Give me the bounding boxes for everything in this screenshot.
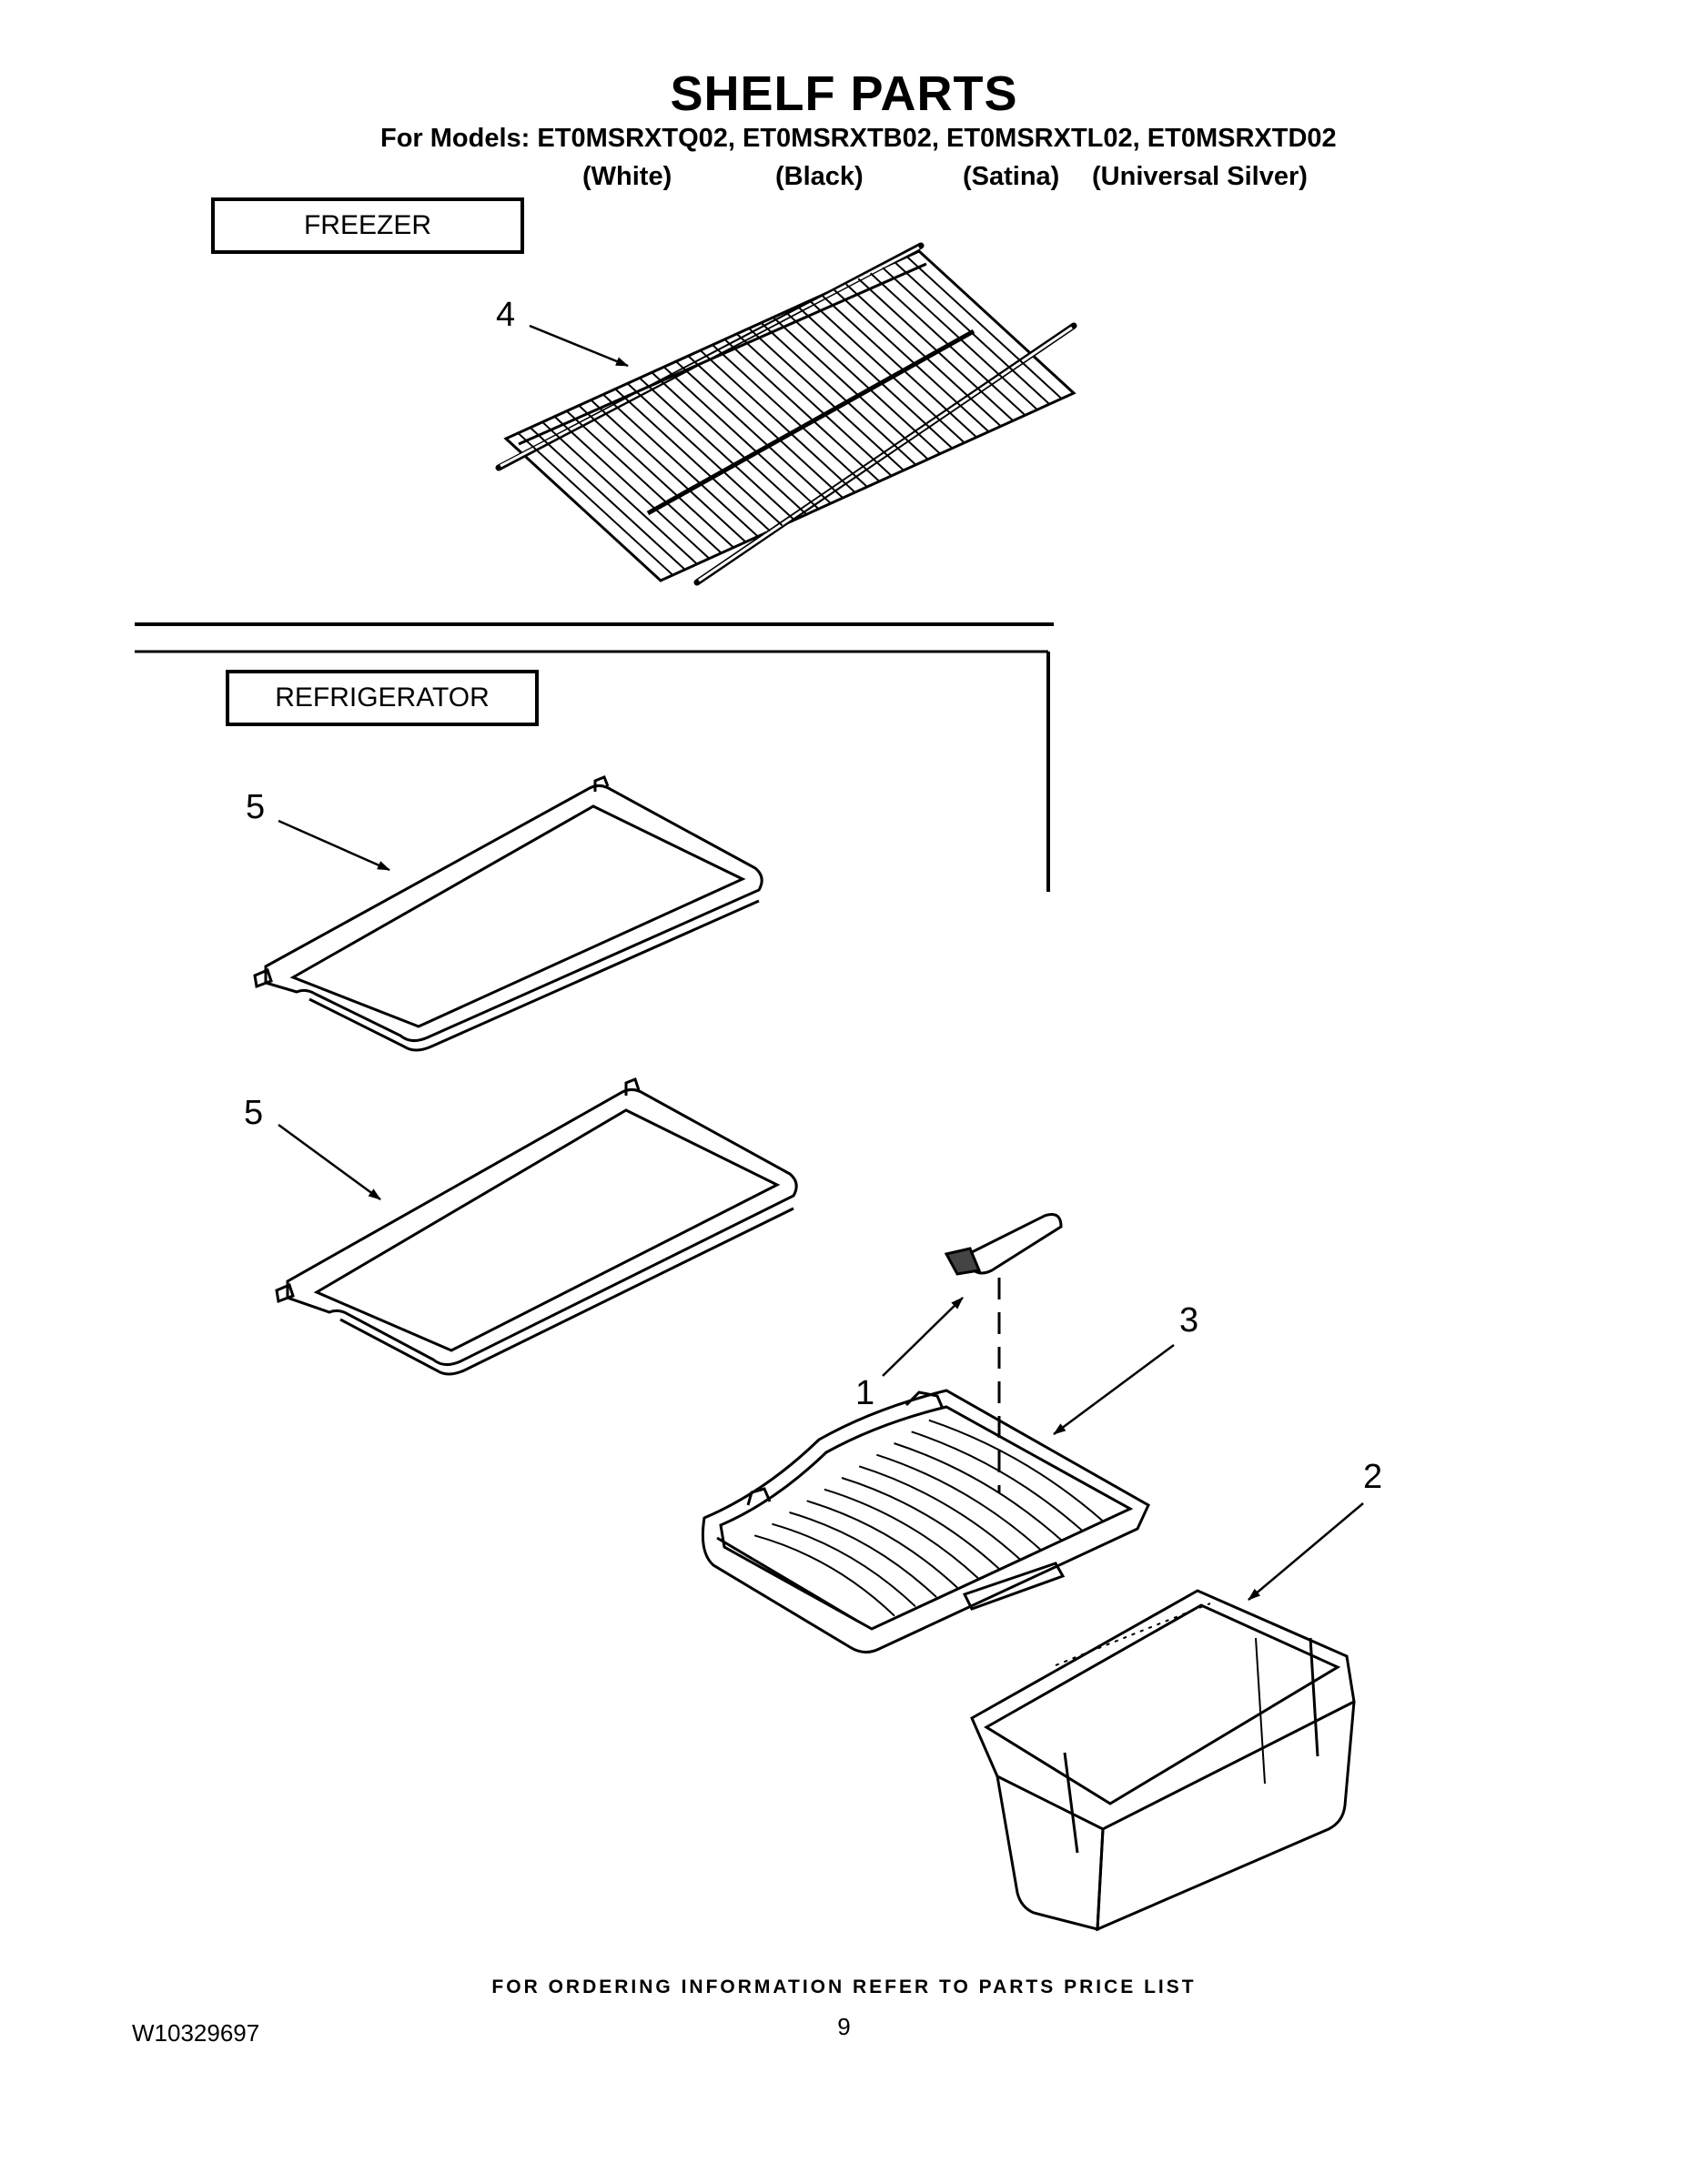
callout-1: 1 bbox=[855, 1374, 875, 1412]
wire-rod bbox=[905, 256, 1063, 399]
crisper-drawer-part-2 bbox=[970, 1589, 1356, 1932]
wire-rod bbox=[626, 382, 783, 527]
wire-rod bbox=[845, 283, 1002, 428]
models-line: For Models: ET0MSRXTQ02, ET0MSRXTB02, ET… bbox=[380, 124, 1337, 153]
wire-shelf-part-4 bbox=[495, 242, 1077, 586]
wire-rod bbox=[773, 316, 929, 460]
wire-rod bbox=[590, 399, 747, 543]
color-label-black: (Black) bbox=[775, 162, 864, 191]
color-label-white: (White) bbox=[582, 162, 672, 191]
cover-rib bbox=[824, 1488, 979, 1580]
wire-rod bbox=[821, 294, 977, 439]
cover-rib bbox=[928, 1419, 1105, 1523]
cover-rib bbox=[753, 1534, 895, 1617]
refrigerator-label-text: REFRIGERATOR bbox=[275, 682, 490, 713]
glass-shelf-lower-part-5 bbox=[275, 1077, 798, 1376]
wire-rod bbox=[723, 339, 881, 482]
color-label-universal-silver: (Universal Silver) bbox=[1092, 162, 1308, 191]
wire-rod bbox=[687, 355, 844, 499]
wire-rod bbox=[857, 278, 1014, 422]
wire-rod bbox=[760, 322, 917, 466]
callout-3: 3 bbox=[1179, 1301, 1199, 1340]
cover-rib bbox=[772, 1522, 916, 1608]
document-number: W10329697 bbox=[132, 2019, 260, 2047]
wire-rod bbox=[736, 333, 893, 477]
freezer-label-text: FREEZER bbox=[303, 210, 431, 240]
wire-rod bbox=[614, 388, 771, 532]
cover-rib bbox=[806, 1500, 958, 1589]
ordering-note: FOR ORDERING INFORMATION REFER TO PARTS … bbox=[491, 1977, 1197, 1997]
page-number: 9 bbox=[837, 2013, 851, 2040]
cover-rib bbox=[841, 1477, 1000, 1570]
wire-rod bbox=[639, 377, 795, 521]
wire-rod bbox=[809, 299, 965, 444]
wire-rod bbox=[699, 349, 856, 493]
glass-shelf-upper-part-5 bbox=[253, 775, 763, 1052]
callout-arrows bbox=[278, 324, 1364, 1601]
callout-5-lower: 5 bbox=[244, 1094, 264, 1132]
section-divider bbox=[135, 622, 1054, 892]
wire-rod bbox=[784, 310, 941, 455]
refrigerator-section-label: REFRIGERATOR bbox=[226, 670, 539, 726]
wire-rod bbox=[675, 360, 832, 504]
wire-rod bbox=[602, 393, 759, 538]
cover-rib bbox=[876, 1453, 1042, 1552]
callout-5-upper: 5 bbox=[246, 788, 266, 826]
callout-4: 4 bbox=[496, 296, 516, 334]
cover-rib bbox=[894, 1442, 1063, 1542]
cover-rib bbox=[911, 1431, 1084, 1532]
wire-rod bbox=[553, 416, 711, 560]
crisper-cover-part-3 bbox=[701, 1389, 1150, 1653]
wire-rod bbox=[541, 421, 698, 565]
cover-rib bbox=[789, 1512, 937, 1598]
wire-rod bbox=[530, 427, 686, 571]
callout-2: 2 bbox=[1363, 1458, 1383, 1496]
wire-rod bbox=[833, 288, 990, 433]
cover-rib bbox=[858, 1465, 1021, 1561]
wire-rod bbox=[748, 328, 905, 471]
wire-rod bbox=[712, 344, 868, 488]
color-label-satina: (Satina) bbox=[963, 162, 1060, 191]
freezer-section-label: FREEZER bbox=[211, 197, 524, 254]
wire-rod bbox=[578, 404, 734, 549]
wire-rod bbox=[566, 410, 723, 554]
wire-rod bbox=[651, 371, 807, 516]
page-title: SHELF PARTS bbox=[670, 66, 1018, 121]
small-part-1 bbox=[944, 1213, 1063, 1492]
wire-rod bbox=[796, 305, 954, 450]
wire-rod bbox=[662, 366, 820, 510]
wire-rod bbox=[517, 432, 674, 576]
